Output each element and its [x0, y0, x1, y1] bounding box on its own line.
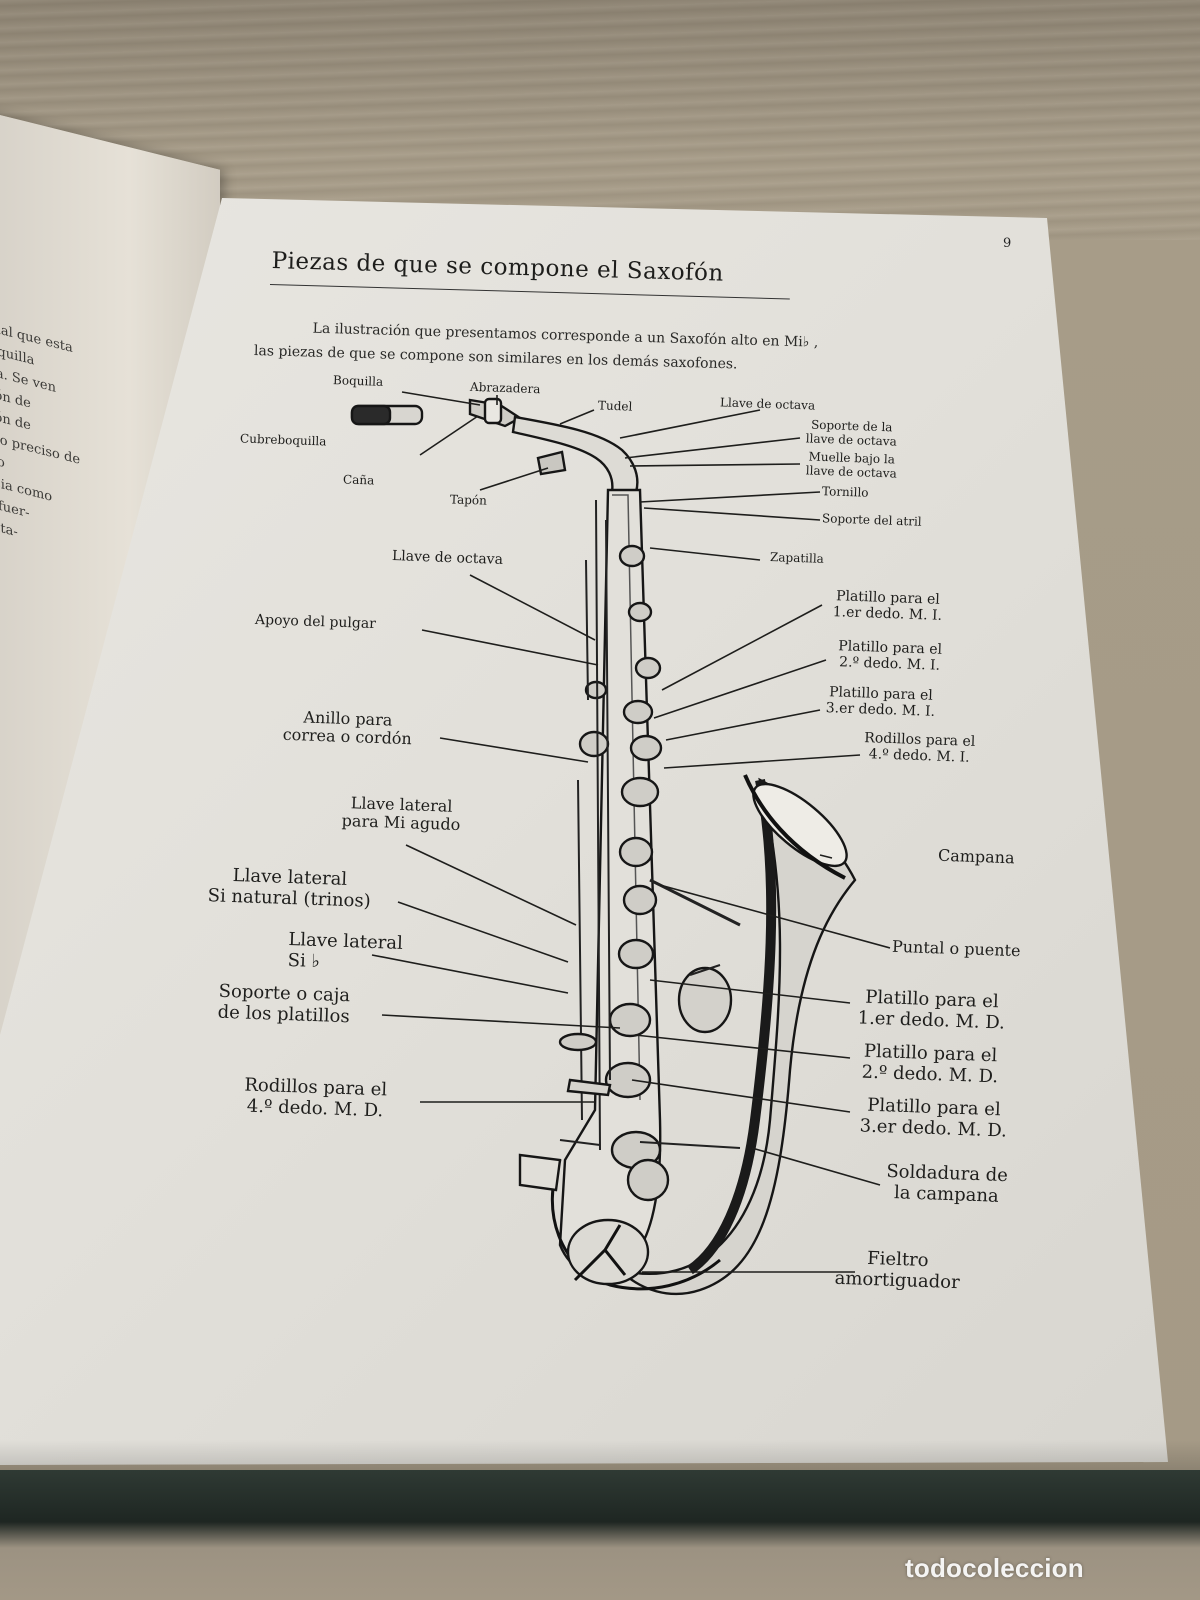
label-platillo-3-md: Platillo para el 3.er dedo. M. D. — [859, 1095, 1008, 1142]
label-fieltro: Fieltro amortiguador — [834, 1248, 960, 1294]
label-tornillo: Tornillo — [821, 484, 869, 500]
label-platillo-2-mi: Platillo para el 2.º dedo. M. I. — [837, 638, 942, 674]
label-soporte-llave-octava: Soporte de la llave de octava — [806, 418, 898, 449]
label-llave-mi-agudo: Llave lateral para Mi agudo — [341, 793, 461, 835]
key-rods — [577, 499, 611, 1151]
label-platillo-3-mi: Platillo para el 3.er dedo. M. I. — [825, 684, 935, 720]
label-soporte-caja: Soporte o caja de los platillos — [217, 981, 350, 1028]
label-line: Si ♭ — [287, 949, 321, 972]
label-tapon: Tapón — [449, 492, 488, 508]
label-abrazadera: Abrazadera — [469, 379, 541, 397]
brace — [649, 878, 741, 927]
bell — [616, 777, 857, 1296]
book-cover-edge — [0, 1470, 1200, 1600]
label-llave-si-natural: Llave lateral Si natural (trinos) — [207, 865, 371, 912]
label-campana: Campana — [937, 845, 1015, 868]
neck — [511, 415, 639, 494]
page-bottom-shadow — [0, 1440, 1200, 1470]
label-tudel: Tudel — [597, 398, 633, 414]
label-rodillos-4-md: Rodillos para el 4.º dedo. M. D. — [243, 1075, 387, 1122]
label-cana: Caña — [342, 472, 375, 488]
label-line: amortiguador — [834, 1267, 961, 1293]
label-platillo-1-mi: Platillo para el 1.er dedo. M. I. — [832, 588, 942, 624]
rollers-right-hand — [566, 1078, 612, 1097]
key-pads — [578, 544, 670, 1202]
ligature — [483, 397, 503, 425]
label-boquilla: Boquilla — [332, 373, 384, 389]
saxophone-illustration — [350, 397, 857, 1296]
leader-lines — [371, 391, 891, 1273]
watermark: todocoleccion — [905, 1553, 1084, 1583]
label-platillo-1-md: Platillo para el 1.er dedo. M. D. — [857, 987, 1006, 1034]
label-line: la campana — [893, 1181, 1000, 1207]
label-rodillos-4-mi: Rodillos para el 4.º dedo. M. I. — [863, 730, 975, 766]
mouthpiece-cap — [350, 404, 424, 426]
bell-rim — [752, 782, 848, 868]
label-platillo-2-md: Platillo para el 2.º dedo. M. D. — [861, 1041, 999, 1088]
label-llave-si-b: Llave lateral Si ♭ — [287, 929, 403, 975]
page-number: 9 — [1003, 236, 1012, 251]
key-guard — [518, 1153, 562, 1192]
label-cubreboquilla: Cubreboquilla — [239, 431, 327, 449]
label-anillo: Anillo para correa o cordón — [282, 707, 412, 749]
label-zapatilla: Zapatilla — [769, 550, 825, 566]
label-muelle-llave-octava: Muelle bajo la llave de octava — [806, 450, 898, 481]
label-soldadura: Soldadura de la campana — [885, 1161, 1008, 1208]
